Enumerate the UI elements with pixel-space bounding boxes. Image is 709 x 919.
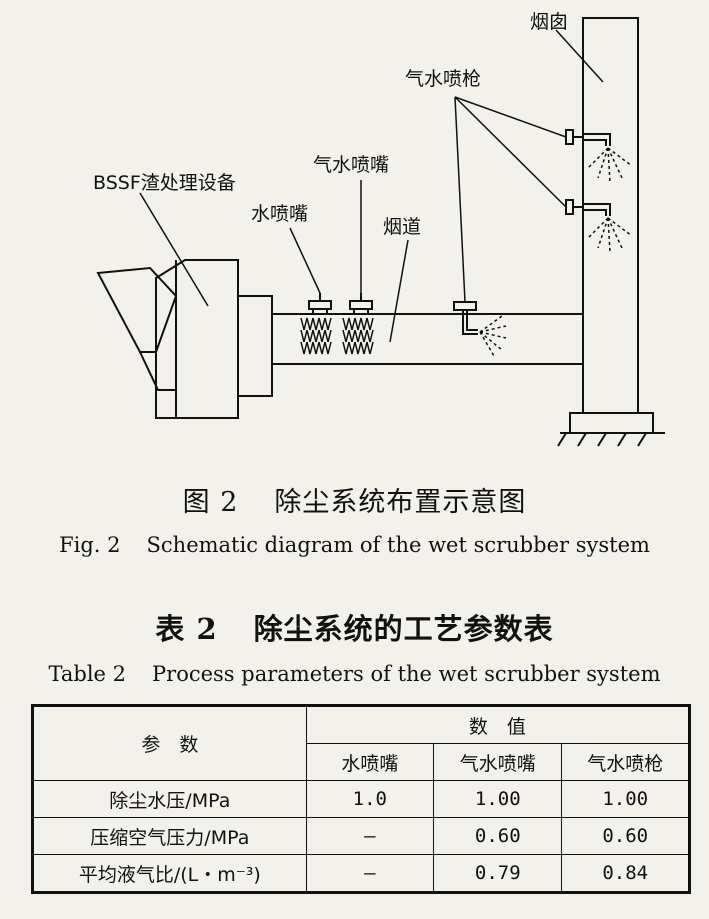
- gas-water-gun-chimney-lower: [565, 199, 633, 253]
- table-title-en-text: Process parameters of the wet scrubber s…: [152, 662, 661, 686]
- gas-water-nozzle: [342, 293, 374, 355]
- row-value: 1.0: [305, 780, 435, 818]
- table-header-row: 参 数 数 值: [32, 705, 691, 781]
- row-param: 除尘水压/MPa: [32, 780, 307, 818]
- table-number-en: Table 2: [48, 662, 127, 686]
- row-value: 0.79: [433, 854, 563, 893]
- leader-lines: [139, 29, 604, 343]
- row-param: 平均液气比/(L・m⁻³): [32, 854, 307, 893]
- table-number-cn: 表 2: [155, 612, 218, 646]
- figure-title-cn: 除尘系统布置示意图: [274, 487, 527, 518]
- table-subheader-row: 水喷嘴 气水喷嘴 气水喷枪: [33, 743, 690, 781]
- row-value: 0.84: [561, 854, 690, 893]
- label-gas-water-nozzle: 气水喷嘴: [313, 154, 389, 176]
- bssf-equipment: [96, 259, 273, 419]
- label-bssf-equipment: BSSF渣处理设备: [93, 172, 236, 194]
- diagram-labels: 烟囱 气水喷枪 气水喷嘴 BSSF渣处理设备 水喷嘴 烟道: [93, 11, 568, 238]
- col-gas-water-nozzle: 气水喷嘴: [433, 743, 563, 781]
- label-chimney: 烟囱: [530, 11, 568, 33]
- figure-number-cn: 图 2: [182, 487, 239, 518]
- figure-caption-cn: 图 2 除尘系统布置示意图: [0, 480, 709, 519]
- label-flue: 烟道: [383, 216, 421, 238]
- row-value: 0.60: [561, 817, 690, 855]
- label-water-nozzle: 水喷嘴: [251, 203, 308, 225]
- col-gas-water-gun: 气水喷枪: [561, 743, 690, 781]
- chimney-base: [569, 412, 654, 434]
- row-value: 1.00: [433, 780, 563, 818]
- water-nozzle: [300, 293, 332, 355]
- figure-caption-en: Fig. 2 Schematic diagram of the wet scrub…: [0, 533, 709, 557]
- table-row: 除尘水压/MPa 1.0 1.00 1.00: [32, 780, 690, 818]
- table-row: 压缩空气压力/MPa — 0.60 0.60: [32, 817, 690, 855]
- col-water-nozzle: 水喷嘴: [305, 743, 435, 781]
- row-value: 0.60: [433, 817, 563, 855]
- gas-water-gun-flue: [453, 301, 507, 357]
- row-value: 1.00: [561, 780, 690, 818]
- figure-number-en: Fig. 2: [59, 533, 121, 557]
- gas-water-gun-chimney-upper: [565, 129, 633, 183]
- header-param: 参 数: [32, 705, 307, 781]
- figure-title-en: Schematic diagram of the wet scrubber sy…: [146, 533, 650, 557]
- table-row: 平均液气比/(L・m⁻³) — 0.79 0.84: [32, 854, 690, 893]
- table-title-cn-text: 除尘系统的工艺参数表: [253, 612, 554, 646]
- table-title-cn: 表 2 除尘系统的工艺参数表: [0, 606, 709, 648]
- row-value: —: [305, 817, 435, 855]
- label-gas-water-gun: 气水喷枪: [405, 68, 481, 90]
- ground-hatch: [557, 432, 647, 447]
- row-param: 压缩空气压力/MPa: [32, 817, 307, 855]
- table-title-en: Table 2 Process parameters of the wet scr…: [0, 662, 709, 686]
- wet-scrubber-schematic: 烟囱 气水喷枪 气水喷嘴 BSSF渣处理设备 水喷嘴 烟道: [93, 11, 665, 447]
- row-value: —: [305, 854, 435, 893]
- process-parameters-table: 参 数 数 值 水喷嘴 气水喷嘴 气水喷枪 除尘水压/MPa 1.0 1.00 …: [31, 704, 691, 894]
- header-values: 数 值: [305, 705, 691, 744]
